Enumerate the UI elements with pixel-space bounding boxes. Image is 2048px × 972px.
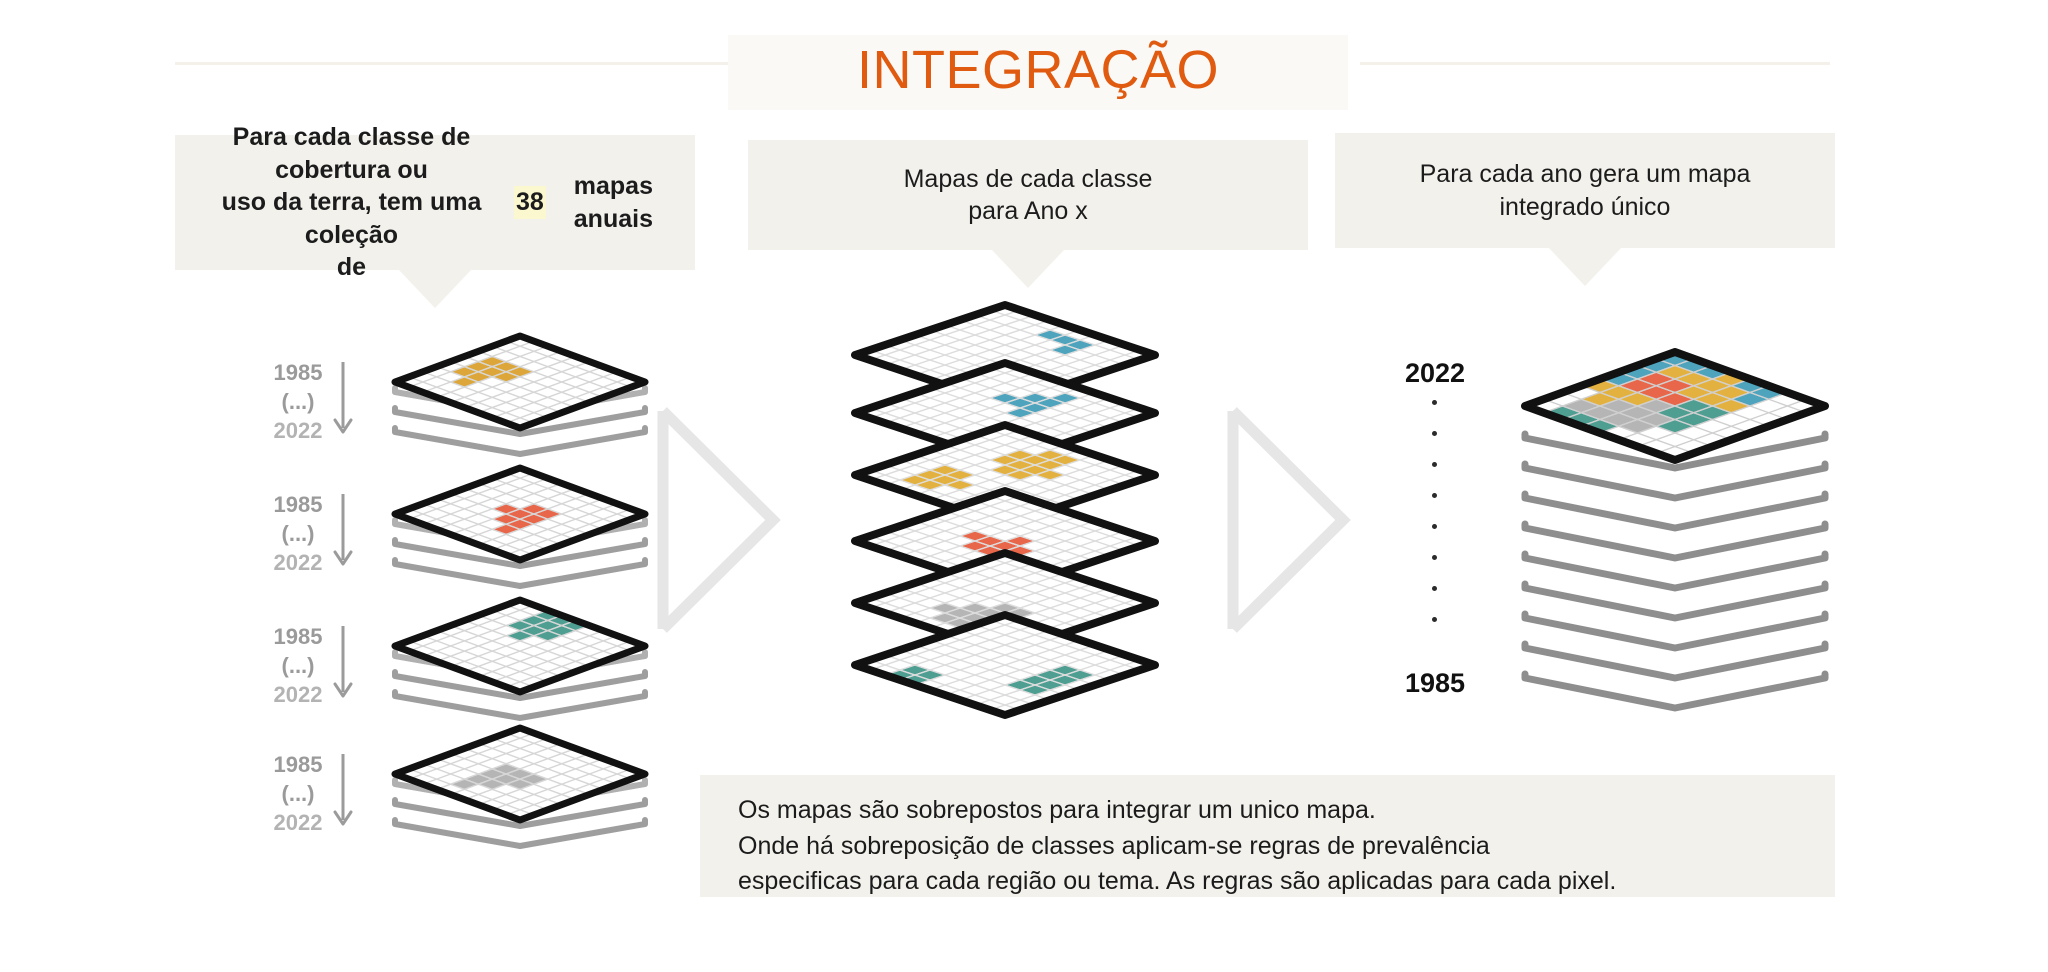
year-start: 1985 bbox=[273, 492, 323, 517]
connector-dot bbox=[1432, 586, 1437, 591]
callout-box-classes: Para cada classe de cobertura ou uso da … bbox=[175, 123, 695, 308]
callout-box-integrated: Para cada ano gera um mapa integrado úni… bbox=[1335, 133, 1835, 286]
callout-tail bbox=[399, 270, 471, 308]
callout-tail bbox=[1549, 248, 1621, 286]
connector-dot bbox=[1432, 431, 1437, 436]
callout-text-classes: Para cada classe de cobertura ou uso da … bbox=[175, 123, 695, 281]
page-title: INTEGRAÇÃO bbox=[856, 40, 1220, 100]
class-map-stack bbox=[391, 596, 649, 721]
year-ellipsis: (...) bbox=[281, 781, 315, 807]
year-ellipsis: (...) bbox=[281, 653, 315, 679]
callout-text-part-1: Para cada classe de cobertura ou uso da … bbox=[221, 123, 482, 282]
year-end: 2022 bbox=[273, 682, 323, 708]
down-arrow-icon bbox=[333, 754, 353, 826]
year-range-label: 1985 (...) 2022 bbox=[258, 358, 338, 445]
integrated-map-stack bbox=[1521, 348, 1829, 712]
callout-tail bbox=[992, 250, 1064, 288]
year-start: 1985 bbox=[273, 752, 323, 777]
year-start: 1985 bbox=[273, 624, 323, 649]
connector-dot bbox=[1432, 400, 1437, 405]
year-end: 2022 bbox=[273, 550, 323, 576]
exploded-class-layer bbox=[851, 611, 1159, 719]
year-range-label: 1985 (...) 2022 bbox=[258, 622, 338, 709]
right-label-year-bottom: 1985 bbox=[1404, 668, 1466, 698]
title-plate bbox=[728, 35, 1348, 110]
exploded-class-layer bbox=[851, 421, 1159, 529]
connector-dot bbox=[1432, 493, 1437, 498]
year-ellipsis: (...) bbox=[281, 521, 315, 547]
callout-box-maps-per-class: Mapas de cada classe para Ano x bbox=[748, 140, 1308, 288]
caption-box: Os mapas são sobrepostos para integrar u… bbox=[700, 775, 1835, 897]
down-arrow-icon bbox=[333, 362, 353, 434]
down-arrow-icon bbox=[333, 626, 353, 698]
exploded-class-layer bbox=[851, 487, 1159, 595]
title-rule-left bbox=[175, 62, 735, 65]
year-start: 1985 bbox=[273, 360, 323, 385]
callout-text-maps-per-class: Mapas de cada classe para Ano x bbox=[903, 164, 1153, 226]
right-dotted-connector bbox=[1432, 400, 1437, 658]
callout-text-integrated: Para cada ano gera um mapa integrado úni… bbox=[1419, 160, 1751, 221]
class-map-stack bbox=[391, 724, 649, 849]
title-rule-right bbox=[1360, 62, 1830, 65]
year-range-label: 1985 (...) 2022 bbox=[258, 490, 338, 577]
connector-dot bbox=[1432, 555, 1437, 560]
year-ellipsis: (...) bbox=[281, 389, 315, 415]
class-map-stack bbox=[391, 332, 649, 457]
callout-text-part-2: mapas anuais bbox=[573, 172, 653, 233]
down-arrow-icon bbox=[333, 494, 353, 566]
right-label-year-top: 2022 bbox=[1404, 358, 1466, 388]
chevron-right-icon bbox=[1227, 407, 1351, 633]
connector-dot bbox=[1432, 617, 1437, 622]
class-map-stack bbox=[391, 464, 649, 589]
year-range-label: 1985 (...) 2022 bbox=[258, 750, 338, 837]
connector-dot bbox=[1432, 462, 1437, 467]
year-end: 2022 bbox=[273, 810, 323, 836]
chevron-right-icon bbox=[657, 407, 781, 633]
highlight-38: 38 bbox=[513, 186, 546, 219]
connector-dot bbox=[1432, 524, 1437, 529]
caption-text: Os mapas são sobrepostos para integrar u… bbox=[738, 796, 1617, 895]
year-end: 2022 bbox=[273, 418, 323, 444]
